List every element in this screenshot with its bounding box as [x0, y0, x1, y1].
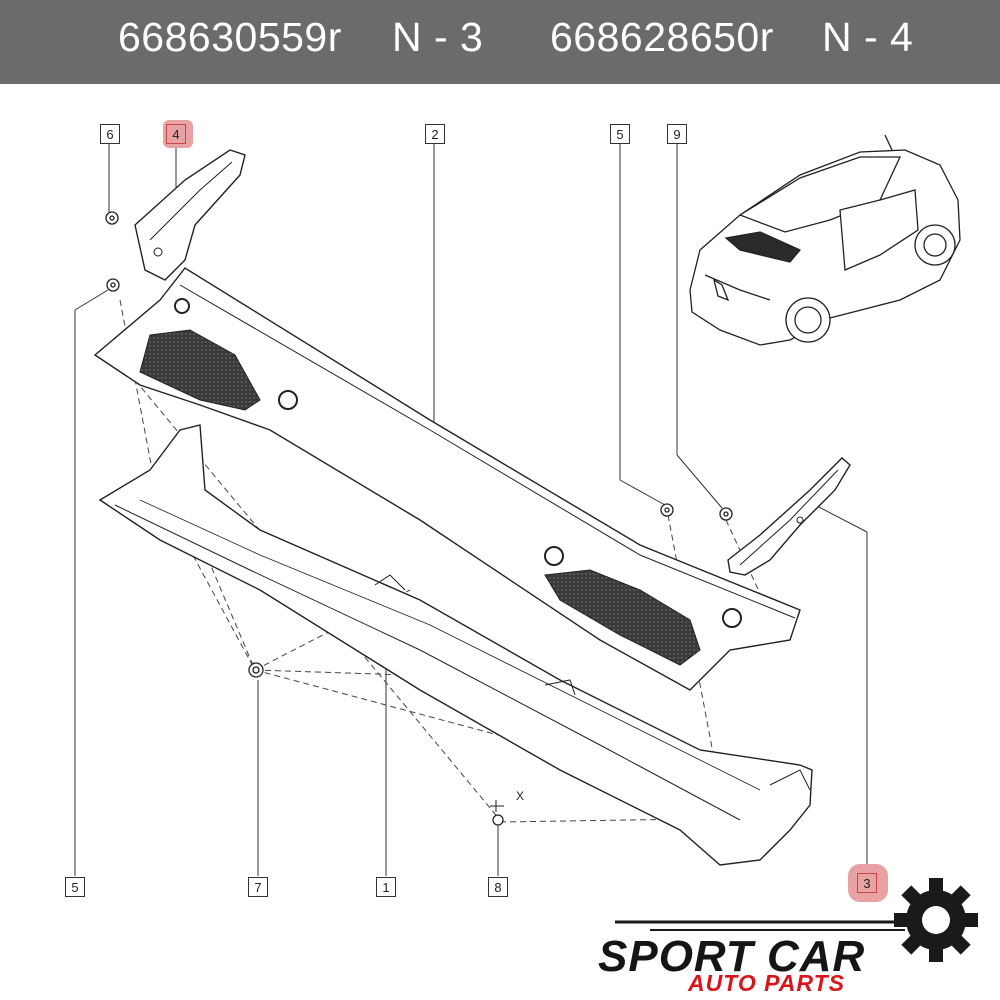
part-number-2: 668628650r — [550, 14, 774, 60]
callout-4: 4 — [166, 124, 186, 144]
logo-line-1: SPORT CAR — [598, 932, 866, 981]
fasteners — [105, 211, 733, 826]
clip-5-left — [106, 278, 120, 292]
lower-bracket-part-1 — [98, 424, 813, 866]
cowl-grille-part-2 — [93, 267, 801, 691]
left-end-cap-part-4 — [134, 149, 246, 281]
part-ref-1: N - 3 — [392, 14, 484, 60]
callout-7: 7 — [248, 877, 268, 897]
fastener-mark: X — [516, 789, 525, 803]
callout-1: 1 — [376, 877, 396, 897]
car-illustration — [689, 134, 961, 346]
clip-5-right — [660, 503, 674, 517]
callout-5-top: 5 — [610, 124, 630, 144]
part-number-1: 668630559r — [118, 14, 342, 60]
callout-6: 6 — [100, 124, 120, 144]
clip-9 — [719, 507, 733, 521]
callout-2: 2 — [425, 124, 445, 144]
clip-6 — [105, 211, 119, 225]
header-bar: 668630559r N - 3 668628650r N - 4 — [0, 0, 1000, 84]
part-ref-2: N - 4 — [822, 14, 914, 60]
nut-7 — [248, 662, 264, 678]
callout-8: 8 — [488, 877, 508, 897]
callout-9: 9 — [667, 124, 687, 144]
leader-lines — [74, 143, 868, 876]
right-end-cap-part-3 — [727, 457, 851, 576]
callout-5-bottom: 5 — [65, 877, 85, 897]
gear-icon — [894, 878, 978, 962]
nut-8 — [492, 814, 504, 826]
parts-diagram — [74, 134, 978, 962]
logo-speed-lines — [615, 920, 905, 931]
logo-line-2: AUTO PARTS — [688, 970, 845, 996]
callout-3: 3 — [857, 873, 877, 893]
